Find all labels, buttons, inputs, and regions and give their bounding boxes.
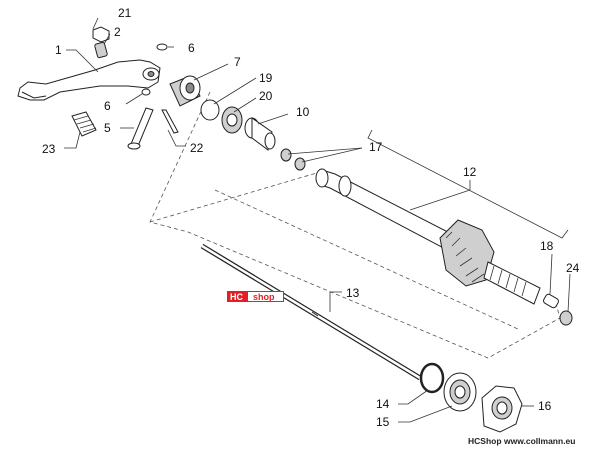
badge-hc: HC: [230, 292, 243, 302]
footer-credit: HCShop www.collmann.eu: [468, 436, 575, 446]
callout-18: 18: [540, 239, 554, 253]
badge-shop: shop: [253, 292, 275, 302]
seal-part-15: [443, 372, 477, 412]
pin-part-5: [127, 107, 154, 150]
callout-19: 19: [259, 71, 273, 85]
callout-14: 14: [376, 397, 390, 411]
callout-23: 23: [42, 142, 56, 156]
callout-6-upper: 6: [188, 41, 195, 55]
washer-part-6-top: [156, 43, 168, 51]
o-ring-part-14: [419, 362, 445, 394]
callout-10: 10: [296, 105, 310, 119]
leader-lines: [64, 17, 571, 423]
ring-part-17a: [280, 148, 292, 162]
callout-2: 2: [114, 25, 121, 39]
sleeve-part-10: [244, 117, 276, 151]
bushing-part-7: [169, 75, 201, 107]
shaft-part-12: [315, 168, 541, 305]
hex-nut-part-16: [481, 385, 523, 433]
assembly-outline-top: [149, 171, 321, 223]
callout-6-lower: 6: [104, 99, 111, 113]
rod-part-13: [200, 243, 422, 381]
washer-part-24: [559, 310, 573, 326]
callout-15: 15: [376, 415, 390, 429]
spring-part-23: [71, 111, 97, 137]
o-ring-part-19: [200, 99, 220, 121]
callout-24: 24: [566, 261, 580, 275]
assembly-outline: [149, 91, 561, 359]
callout-13: 13: [346, 286, 360, 300]
ring-part-17b: [294, 157, 306, 171]
seal-part-20: [221, 106, 243, 134]
callout-7: 7: [234, 55, 241, 69]
callout-5: 5: [104, 121, 111, 135]
footer-url: www.collmann.eu: [503, 436, 575, 446]
callout-12: 12: [463, 165, 477, 179]
pin-part-18: [543, 293, 559, 309]
nut-part-21: [92, 26, 110, 43]
bracket-12: [367, 129, 569, 239]
callout-20: 20: [259, 89, 273, 103]
callout-21: 21: [118, 6, 132, 20]
footer-brand: HCShop: [468, 436, 502, 446]
washer-part-6-lower: [141, 88, 151, 96]
callout-1: 1: [55, 43, 62, 57]
hc-shop-badge: HC shop: [227, 291, 284, 302]
callout-22: 22: [190, 141, 204, 155]
kick-lever-part-1: [17, 59, 161, 101]
callout-17: 17: [369, 140, 383, 154]
bolt-part-2: [94, 41, 108, 59]
callout-16: 16: [538, 399, 552, 413]
split-pin-part-22: [161, 109, 179, 134]
